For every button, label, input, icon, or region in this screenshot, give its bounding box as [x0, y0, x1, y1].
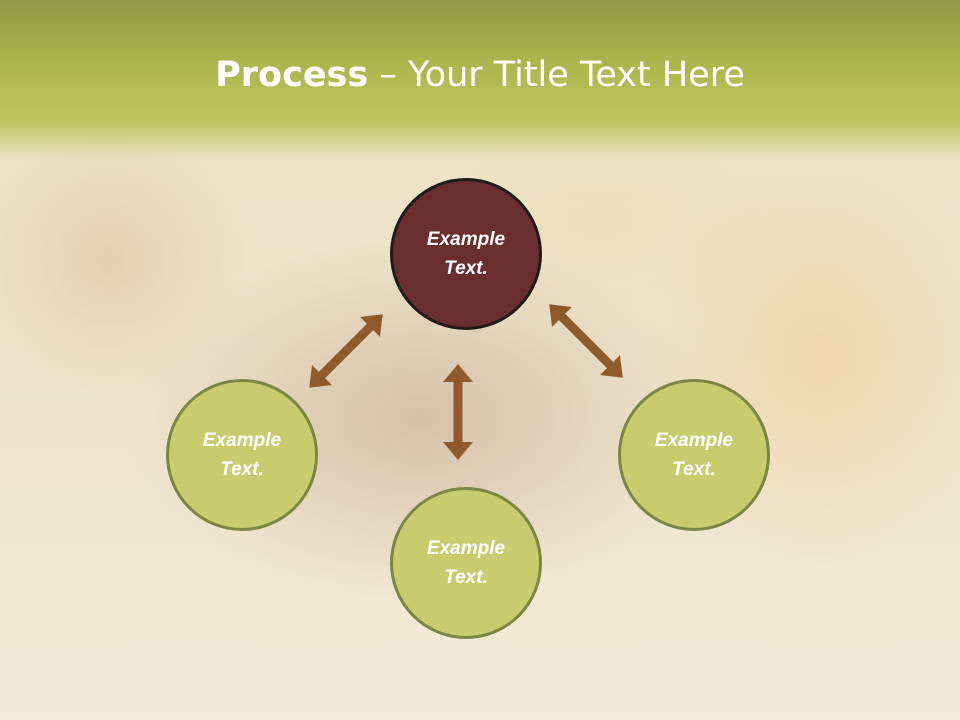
node-text-line1: Example	[426, 538, 506, 559]
process-node-bottom: Example Text.	[390, 487, 542, 639]
double-arrow-right	[549, 304, 623, 378]
node-text-line1: Example	[426, 229, 506, 250]
process-node-left: Example Text.	[166, 379, 318, 531]
double-arrow-vertical	[443, 364, 473, 460]
node-text-line2: Text.	[444, 567, 488, 588]
title-bold-part: Process	[215, 55, 369, 95]
double-arrow-left	[309, 314, 383, 388]
node-text-line2: Text.	[220, 459, 264, 480]
process-node-top: Example Text.	[390, 178, 542, 330]
slide-title: Process – Your Title Text Here	[0, 50, 960, 100]
process-node-right: Example Text.	[618, 379, 770, 531]
node-text-line2: Text.	[672, 459, 716, 480]
header-band	[0, 0, 960, 160]
node-text-line2: Text.	[444, 258, 488, 279]
node-text-line1: Example	[654, 430, 734, 451]
node-text-line1: Example	[202, 430, 282, 451]
title-rest-part: – Your Title Text Here	[368, 55, 745, 95]
